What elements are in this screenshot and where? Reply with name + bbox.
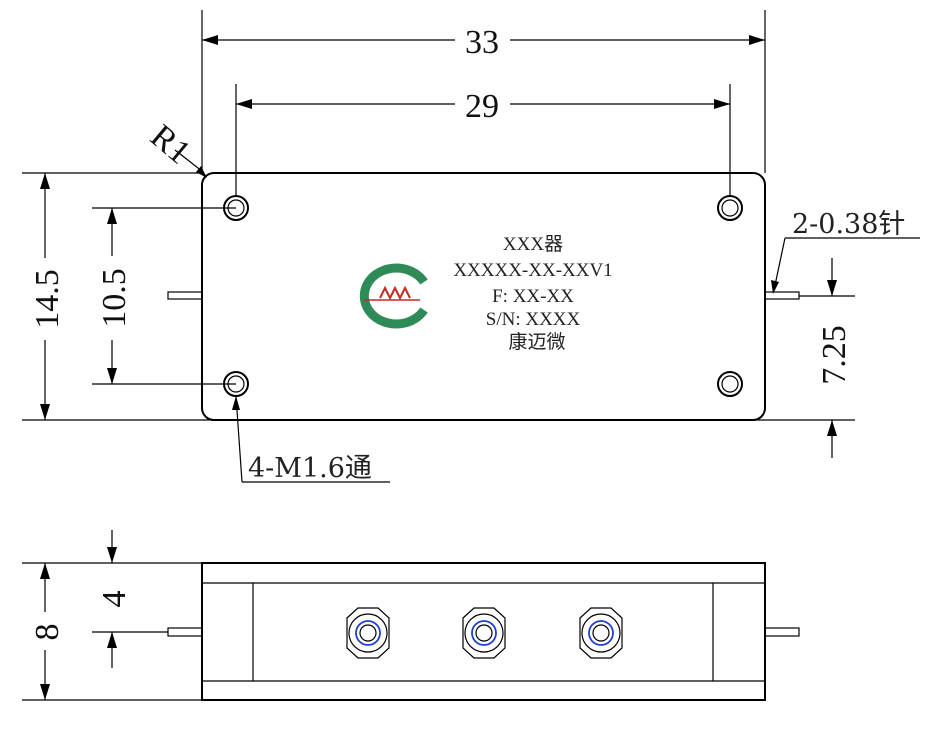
pin-right-top [764,291,800,300]
dim-overall-length: 33 [465,24,499,61]
callout-mount-holes: 4-M1.6通 [248,453,372,484]
body-outline-top [201,172,766,421]
dim-hole-spacing-length: 29 [465,88,499,125]
pin-left-top [167,291,203,300]
marking-line4: S/N: XXXX [486,309,581,330]
pin-right-side [764,627,800,637]
side-view [167,562,800,701]
mount-hole-br [717,371,743,397]
marking-line5: 康迈微 [508,331,565,353]
dim-connector-height: 4 [96,591,133,608]
mount-hole-tr [717,195,743,221]
cmw-logo-icon [359,263,428,329]
dimensions-top: 33 29 R1 14.5 10.5 7 [22,10,920,484]
dim-corner-radius: R1 [143,118,197,172]
dim-hole-spacing-width: 10.5 [96,268,133,328]
connector-3 [579,607,623,659]
dim-overall-width: 14.5 [29,269,66,329]
connector-1 [346,607,390,659]
dim-pin-offset: 7.25 [816,325,853,385]
connector-2 [462,607,506,659]
dim-height: 8 [29,624,66,641]
top-view: XXX器 XXXXX-XX-XXV1 F: XX-XX S/N: XXXX 康迈… [167,172,800,421]
callout-pins: 2-0.38针 [792,209,905,240]
pin-left-side [167,627,203,637]
marking-line3: F: XX-XX [492,286,574,307]
dimensions-side: 8 4 [22,530,202,701]
marking-line1: XXX器 [503,234,563,255]
marking-line2: XXXXX-XX-XXV1 [453,260,612,281]
